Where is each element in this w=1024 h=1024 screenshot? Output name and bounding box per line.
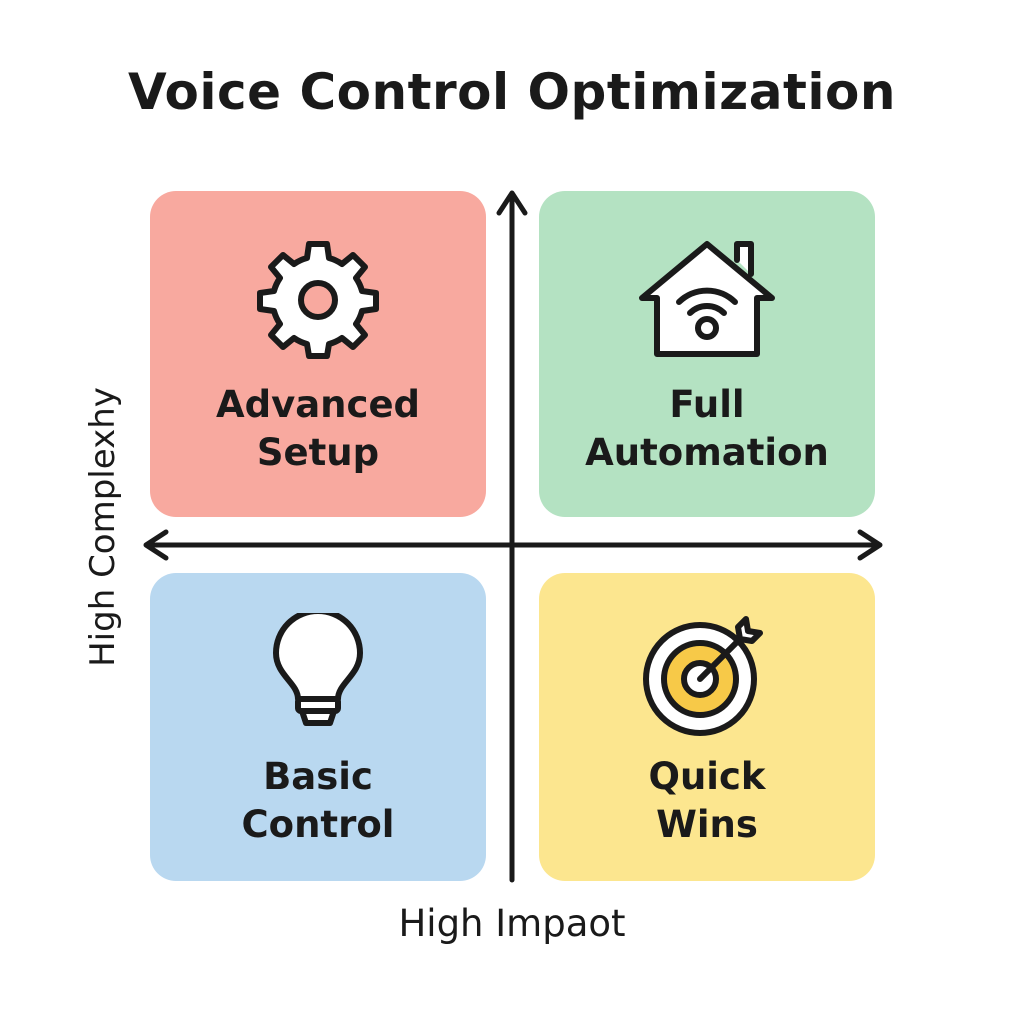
y-axis-label: High Complexhy — [83, 387, 123, 667]
lightbulb-icon — [273, 613, 363, 726]
quadrant-label: Quick Wins — [648, 755, 766, 846]
quadrant-full-automation: Full Automation — [539, 191, 875, 517]
gear-icon — [257, 241, 379, 359]
smart-home-icon — [639, 241, 775, 357]
diagram-title: Voice Control Optimization — [128, 63, 896, 121]
quadrant-basic-control: Basic Control — [150, 573, 486, 881]
target-icon — [643, 616, 763, 736]
quadrant-quick-wins: Quick Wins — [539, 573, 875, 881]
quadrant-label: Basic Control — [241, 755, 395, 846]
x-axis-label: High Impaot — [398, 902, 626, 945]
quadrant-label: Full Automation — [585, 383, 829, 474]
horizontal-axis-right-arrowhead — [857, 529, 883, 561]
quadrant-label: Advanced Setup — [215, 383, 421, 474]
vertical-axis-arrowhead — [496, 190, 528, 216]
horizontal-axis-left-arrowhead — [143, 529, 169, 561]
quadrant-advanced-setup: Advanced Setup — [150, 191, 486, 517]
